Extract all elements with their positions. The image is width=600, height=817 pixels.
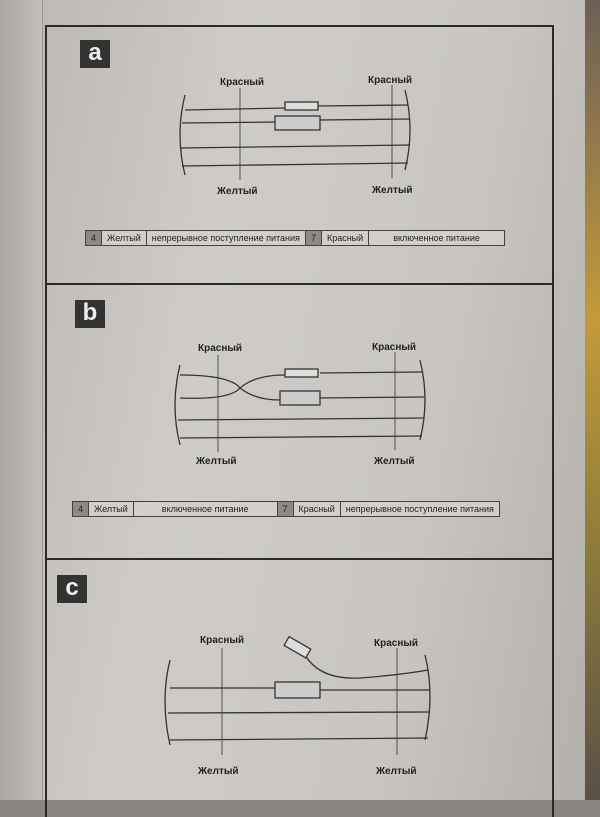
page-frame bbox=[45, 25, 554, 817]
label-yellow-left: Желтый bbox=[198, 766, 239, 777]
label-red-left: Красный bbox=[198, 343, 243, 354]
wire-function: включенное питание bbox=[393, 233, 480, 243]
pin-number: 7 bbox=[277, 502, 294, 516]
label-yellow-right: Желтый bbox=[372, 185, 413, 196]
label-red-right: Красный bbox=[374, 638, 419, 649]
diagram-c bbox=[164, 635, 431, 746]
wire-function: непрерывное поступление питания bbox=[147, 231, 306, 245]
label-red-left: Красный bbox=[220, 77, 265, 88]
section-a-badge: a bbox=[80, 40, 110, 68]
label-yellow-right: Желтый bbox=[376, 766, 417, 777]
wire-table-a: 4 Желтый непрерывное поступление питания… bbox=[85, 230, 505, 246]
wire-table-b: 4 Желтый включенное питание 7 Красный не… bbox=[72, 501, 500, 517]
wire-color: Красный bbox=[294, 502, 341, 516]
wire-function: непрерывное поступление питания bbox=[345, 504, 494, 514]
label-yellow-right: Желтый bbox=[374, 456, 415, 467]
wire-color: Красный bbox=[322, 231, 370, 245]
pin-number: 7 bbox=[305, 231, 322, 245]
diagram-a bbox=[179, 89, 411, 176]
section-divider bbox=[45, 283, 554, 285]
wire-function: включенное питание bbox=[134, 502, 278, 516]
label-yellow-left: Желтый bbox=[196, 456, 237, 467]
pin-number: 4 bbox=[86, 231, 103, 245]
label-red-left: Красный bbox=[200, 635, 245, 646]
diagram-b bbox=[174, 359, 426, 446]
section-divider bbox=[45, 558, 554, 560]
wiring-diagrams bbox=[164, 85, 431, 755]
pin-number: 4 bbox=[73, 502, 90, 516]
wire-color: Желтый bbox=[89, 502, 134, 516]
section-b-badge: b bbox=[75, 300, 105, 328]
label-yellow-left: Желтый bbox=[217, 186, 258, 197]
label-red-right: Красный bbox=[368, 75, 413, 86]
label-red-right: Красный bbox=[372, 342, 417, 353]
wire-color: Желтый bbox=[102, 231, 147, 245]
previous-page-edge bbox=[0, 0, 43, 800]
section-c-badge: c bbox=[57, 575, 87, 603]
background-edge bbox=[585, 0, 600, 800]
